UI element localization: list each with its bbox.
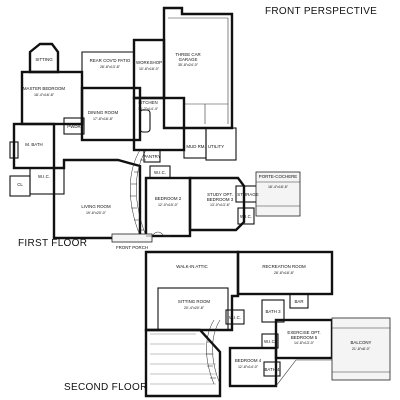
label-recreation-room-dim: 28'-8"x18'-8" (274, 271, 295, 275)
label-garage-2: GARAGE (179, 57, 198, 62)
label-storage: STORAGE (237, 192, 258, 197)
powder-walls (63, 117, 85, 135)
label-study-dim: 13'-0"x13'-6" (210, 203, 231, 207)
label-study-2: BEDROOM 3 (207, 197, 234, 202)
label-mud-room: MUD RM. (186, 144, 205, 149)
front-perspective-heading: FRONT PERSPECTIVE (265, 6, 378, 17)
first-floor-labels: SITTING MASTER BEDROOM 18'-4"x16'-8" REA… (17, 52, 297, 250)
label-utility: UTILITY (208, 144, 224, 149)
label-exercise-dim: 14'-8"x13'-0" (294, 341, 315, 345)
label-balcony: BALCONY (351, 340, 372, 345)
label-sitting-room-dim: 20'-4"x20'-8" (184, 306, 205, 310)
label-living-room-dim: 19'-6"x20'-0" (86, 211, 107, 215)
label-wic-3: W.I.C. (240, 214, 252, 219)
closet-walls (9, 175, 31, 197)
second-floor-heading: SECOND FLOOR (64, 382, 148, 393)
label-wic-5: W.I.C. (264, 339, 276, 344)
label-master-bath: M. BATH (25, 142, 42, 147)
bar-walls (289, 293, 309, 309)
bath-4-walls (263, 361, 281, 377)
garage-walls (162, 6, 234, 130)
bedroom-4-walls (228, 346, 278, 388)
label-bath-4: BATH 4 (264, 367, 280, 372)
label-bedroom-2-dim: 12'-0"x15'-0" (158, 203, 179, 207)
label-bedroom-4-dim: 12'-8"x14'-0" (238, 365, 259, 369)
label-workshop-dim: 10'-8"x18'-0" (139, 67, 160, 71)
label-workshop: WORKSHOP (136, 60, 162, 65)
first-floor-plan (9, 6, 301, 243)
open-to-below-hatch (150, 333, 216, 385)
wic-4-walls (225, 309, 245, 325)
label-rear-patio: REAR COV'D PATIO (90, 58, 131, 63)
label-rear-patio-dim: 28'-8"x13'-8" (100, 65, 121, 69)
label-kitchen-dim: 15'-2"x14'-4" (138, 107, 159, 111)
porte-cochere-area (255, 171, 301, 217)
label-dining-room-dim: 17'-8"x18'-8" (93, 117, 114, 121)
label-wic-2: W.I.C. (154, 170, 166, 175)
tub (9, 141, 19, 159)
label-exercise: EXERCISE OPT. (287, 330, 320, 335)
balcony-area (331, 317, 391, 381)
living-room-walls (52, 158, 142, 240)
curved-stair-second-floor (206, 319, 215, 385)
bath-3-walls (261, 299, 285, 323)
master-wic-walls (29, 167, 65, 195)
label-study: STUDY OPT. (207, 192, 233, 197)
second-floor-labels: WALK-IN ATTIC RECREATION ROOM 28'-8"x18'… (176, 264, 371, 372)
label-kitchen: KITCHEN (138, 100, 157, 105)
label-exercise-2: BEDROOM 5 (291, 335, 318, 340)
front-porch-area (111, 233, 153, 243)
label-master-bedroom: MASTER BEDROOM (23, 86, 66, 91)
second-floor-lower-block (144, 328, 222, 398)
kitchen-island (139, 109, 151, 133)
pantry-walls (143, 149, 161, 163)
mud-room-walls (183, 127, 207, 159)
kitchen-walls (132, 96, 186, 152)
label-bath-3: BATH 3 (265, 309, 281, 314)
label-powder: PWDR (67, 124, 80, 129)
study-walls (188, 176, 246, 232)
utility-walls (205, 127, 237, 161)
label-garage: THREE CAR (175, 52, 200, 57)
second-floor-plan (144, 250, 391, 398)
master-bedroom-walls (20, 70, 84, 126)
label-sitting: SITTING (35, 57, 53, 62)
label-wic: W.I.C. (38, 174, 50, 179)
label-bedroom-2: BEDROOM 2 (155, 196, 182, 201)
label-front-porch: FRONT PORCH (116, 245, 148, 250)
label-porte-cochere-dim: 18'-4"x18'-6" (268, 185, 289, 189)
label-porte-cochere: PORTE-COCHERE (259, 174, 298, 179)
label-closet: CL (17, 182, 23, 187)
label-walk-in-attic: WALK-IN ATTIC (176, 264, 207, 269)
curved-stair-first-floor (130, 149, 141, 237)
label-garage-dim: 35'-8"x24'-0" (178, 63, 199, 67)
wic-3-walls (237, 207, 255, 225)
label-bedroom-4: BEDROOM 4 (235, 358, 262, 363)
label-bar: BAR (294, 299, 303, 304)
label-living-room: LIVING ROOM (81, 204, 111, 209)
label-balcony-dim: 21'-8"x8'-0" (352, 347, 371, 351)
label-pantry: PANTRY (143, 154, 160, 159)
first-floor-heading: FIRST FLOOR (18, 238, 88, 249)
bedroom-2-walls (144, 176, 192, 238)
label-recreation-room: RECREATION ROOM (262, 264, 306, 269)
label-wic-4: W.I.C. (229, 315, 241, 320)
label-master-bedroom-dim: 18'-4"x16'-8" (34, 93, 55, 97)
label-dining-room: DINING ROOM (88, 110, 119, 115)
recreation-room-walls (236, 250, 334, 296)
label-sitting-room: SITTING ROOM (178, 299, 211, 304)
